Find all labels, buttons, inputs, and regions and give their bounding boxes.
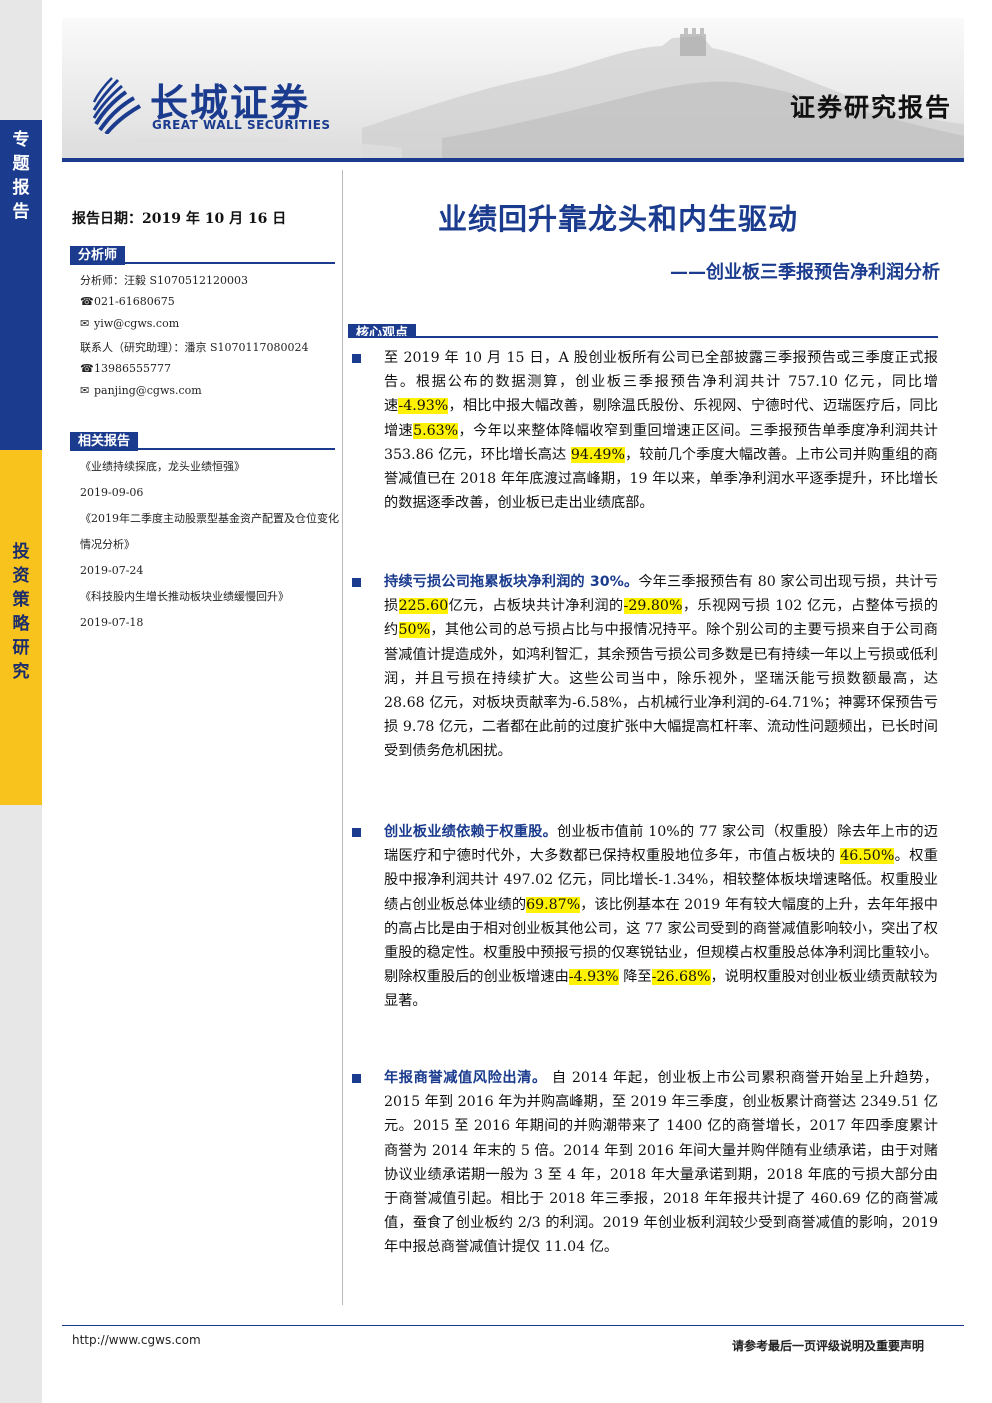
highlighted-figure: 94.49% — [570, 446, 625, 463]
key-point-text: 至 2019 年 10 月 15 日，A 股创业板所有公司已全部披露三季报预告或… — [384, 350, 938, 415]
related-report-date: 2019-07-24 — [80, 564, 144, 577]
key-point-text: 亿元，占板块共计净利润的 — [448, 598, 624, 615]
key-point-text: ，相比中报大幅改善，剔除温氏股份、乐视网、宁德时代、迈瑞医疗后，同比增速 — [384, 398, 938, 439]
highlighted-figure: 46.50% — [840, 848, 895, 865]
sidebar-label-topic-report: 专题报告 — [0, 128, 42, 224]
core-views-label: 核心观点 — [348, 324, 417, 336]
company-logo-english: GREAT WALL SECURITIES — [152, 118, 331, 132]
analyst-line[interactable]: ✉ panjing@cgws.com — [80, 384, 202, 397]
bottom-char: 研 — [12, 638, 30, 658]
highlighted-figure: 69.87% — [526, 896, 581, 913]
bottom-char: 资 — [12, 566, 30, 586]
key-point-text: 创业板市值前 10%的 77 家公司（权重股）除去年上市的迈瑞医疗和宁德时代外，… — [384, 824, 938, 865]
key-point-lead: 创业板业绩依赖于权重股。 — [384, 824, 558, 840]
key-point-paragraph: 持续亏损公司拖累板块净利润的 30%。今年三季报预告有 80 家公司出现亏损，共… — [384, 570, 938, 764]
top-char: 专 — [12, 130, 30, 150]
footer-disclaimer: 请参考最后一页评级说明及重要声明 — [731, 1339, 924, 1353]
bullet-square-icon — [352, 354, 361, 363]
related-report-title[interactable]: 《2019年二季度主动股票型基金资产配置及仓位变化情况分析》 — [80, 512, 339, 551]
report-subtitle: ——创业板三季报预告净利润分析 — [670, 262, 940, 283]
highlighted-figure: 5.63% — [413, 422, 459, 439]
report-title: 业绩回升靠龙头和内生驱动 — [438, 202, 799, 236]
bottom-char: 投 — [12, 542, 30, 562]
key-point-text: ，乐视网亏损 102 亿元，占整体亏损的约 — [384, 598, 938, 639]
key-point-text: ，较前几个季度大幅改善。上市公司并购重组的商誉减值已在 2018 年年底渡过高峰… — [384, 446, 938, 512]
top-char: 报 — [12, 178, 30, 198]
key-point-text: 。权重股中报净利润共计 497.02 亿元，同比增长-1.34%，相较整体板块增… — [384, 848, 938, 913]
analyst-line[interactable]: ✉ yiw@cgws.com — [80, 317, 179, 330]
sidebar-blue-band — [0, 120, 42, 450]
related-reports-label: 相关报告 — [70, 432, 139, 451]
analyst-line-text: panjing@cgws.com — [94, 384, 202, 397]
bottom-char: 略 — [12, 614, 30, 634]
company-logo-icon — [92, 77, 141, 134]
core-views-header: 核心观点 — [348, 322, 938, 338]
highlighted-figure: -26.68% — [651, 969, 711, 986]
key-point-lead: 年报商誉减值风险出清。 — [384, 1070, 547, 1086]
email-icon: ✉ — [80, 317, 90, 330]
sidebar-label-strategy-research: 投资策略研究 — [0, 540, 42, 684]
column-divider — [342, 170, 343, 1305]
bottom-char: 究 — [12, 662, 30, 682]
analyst-line-text: 021-61680675 — [94, 295, 175, 308]
key-point-paragraph: 至 2019 年 10 月 15 日，A 股创业板所有公司已全部披露三季报预告或… — [384, 346, 938, 515]
phone-icon: ☎ — [80, 362, 94, 375]
highlighted-figure: -4.93% — [398, 398, 449, 415]
related-reports-list: 《业绩持续探底，龙头业绩恒强》 2019-09-06 《2019年二季度主动股票型基… — [80, 454, 340, 636]
related-report-date: 2019-07-18 — [80, 616, 144, 629]
bottom-char: 策 — [12, 590, 30, 610]
footer-website-link[interactable]: http://www.cgws.com — [72, 1333, 201, 1347]
related-report-title[interactable]: 《业绩持续探底，龙头业绩恒强》 — [80, 460, 245, 473]
key-point-text: ，其他公司的总亏损占比与中报情况持平。除个别公司的主要亏损来自于公司商誉减值计提… — [384, 622, 938, 760]
sidebar-yellow-band — [0, 450, 42, 805]
bullet-square-icon — [352, 578, 361, 587]
related-report-date: 2019-09-06 — [80, 486, 144, 499]
header-divider — [62, 158, 964, 162]
company-logo-text: 长城证券 — [150, 81, 311, 125]
email-icon: ✉ — [80, 384, 90, 397]
analyst-line: ☎13986555777 — [80, 362, 171, 375]
bullet-square-icon — [352, 828, 361, 837]
top-char: 题 — [12, 154, 30, 174]
key-point-text: 今年三季报预告有 80 家公司出现亏损，共计亏损 — [384, 574, 938, 615]
top-char: 告 — [12, 202, 30, 222]
analyst-line-text: 分析师：汪毅 S1070512120003 — [80, 274, 249, 287]
great-wall-illustration — [62, 28, 964, 160]
bullet-square-icon — [352, 1074, 361, 1083]
analyst-section-label: 分析师 — [70, 246, 126, 265]
phone-icon: ☎ — [80, 295, 94, 308]
analyst-line-text: 13986555777 — [94, 362, 171, 375]
highlighted-figure: 225.60 — [398, 598, 449, 615]
key-point-text: 降至 — [618, 969, 652, 986]
highlighted-figure: 50% — [398, 622, 431, 639]
related-reports-header: 相关报告 — [70, 430, 335, 451]
report-date: 报告日期：2019 年 10 月 16 日 — [72, 211, 287, 227]
report-type-label: 证券研究报告 — [789, 93, 952, 122]
related-report-title[interactable]: 《科技股内生增长推动板块业绩缓慢回升》 — [80, 590, 289, 603]
key-point-paragraph: 创业板业绩依赖于权重股。创业板市值前 10%的 77 家公司（权重股）除去年上市… — [384, 820, 938, 1014]
key-point-text: ，今年以来整体降幅收窄到重回增速正区间。三季报预告单季度净利润共计 353.86… — [384, 422, 938, 463]
analyst-line-text: 联系人（研究助理）：潘京 S1070117080024 — [80, 341, 309, 354]
analyst-line: 分析师：汪毅 S1070512120003 — [80, 272, 248, 288]
analyst-line-text: yiw@cgws.com — [94, 317, 180, 330]
key-point-text: 自 2014 年起，创业板上市公司累积商誉开始呈上升趋势，2015 年到 201… — [384, 1070, 938, 1256]
analyst-line: ☎021-61680675 — [80, 295, 175, 308]
key-point-paragraph: 年报商誉减值风险出清。 自 2014 年起，创业板上市公司累积商誉开始呈上升趋势… — [384, 1066, 938, 1260]
key-point-text: ，说明权重股对创业板业绩贡献较为显著。 — [384, 969, 938, 1010]
highlighted-figure: -4.93% — [568, 969, 619, 986]
analyst-line: 联系人（研究助理）：潘京 S1070117080024 — [80, 339, 309, 355]
footer-divider — [62, 1325, 964, 1326]
key-point-lead: 持续亏损公司拖累板块净利润的 30%。 — [384, 574, 639, 590]
highlighted-figure: -29.80% — [623, 598, 683, 615]
key-point-text: ，该比例基本在 2019 年有较大幅度的上升，去年年报中的高占比是由于相对创业板… — [384, 896, 938, 986]
analyst-section-header: 分析师 — [70, 244, 335, 265]
